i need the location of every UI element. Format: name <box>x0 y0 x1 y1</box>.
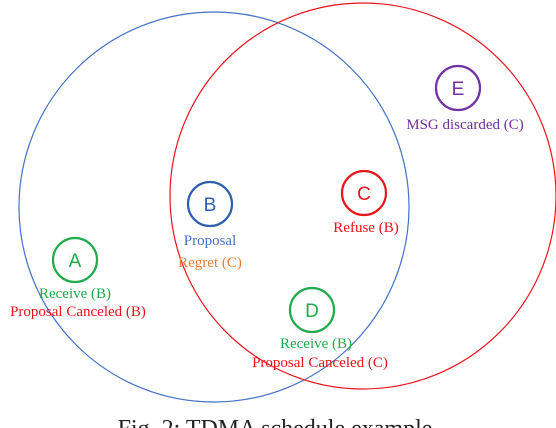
node-c-status-refuse: Refuse (B) <box>333 220 398 236</box>
node-c-letter: C <box>357 184 371 205</box>
node-d: D Receive (B) Proposal Canceled (C) <box>252 286 388 371</box>
node-a-letter: A <box>69 251 82 272</box>
node-d-status-receive: Receive (B) <box>280 336 352 352</box>
node-d-letter: D <box>305 301 319 322</box>
node-b-letter: B <box>204 195 217 216</box>
range-circle-red <box>169 2 556 390</box>
node-a-status-canceled: Proposal Canceled (B) <box>10 304 146 320</box>
node-e-circle <box>434 64 482 112</box>
node-a-status-receive: Receive (B) <box>39 286 111 302</box>
node-e: E MSG discarded (C) <box>406 64 524 133</box>
node-b-status-proposal: Proposal <box>184 233 237 249</box>
range-circle-blue <box>18 11 410 403</box>
node-b: B Proposal Regret (C) <box>178 180 242 271</box>
node-a: A Receive (B) Proposal Canceled (B) <box>10 236 146 320</box>
node-a-circle <box>51 236 99 284</box>
node-e-letter: E <box>452 79 465 100</box>
node-c: C Refuse (B) <box>333 169 399 236</box>
node-b-circle <box>186 180 234 228</box>
node-b-status-regret: Regret (C) <box>178 255 242 271</box>
node-c-circle <box>340 169 388 217</box>
node-e-status-discarded: MSG discarded (C) <box>406 117 523 133</box>
node-d-circle <box>288 286 336 334</box>
node-d-status-canceled: Proposal Canceled (C) <box>252 355 388 371</box>
figure-caption: Fig. 2: TDMA schedule example. <box>118 416 439 428</box>
